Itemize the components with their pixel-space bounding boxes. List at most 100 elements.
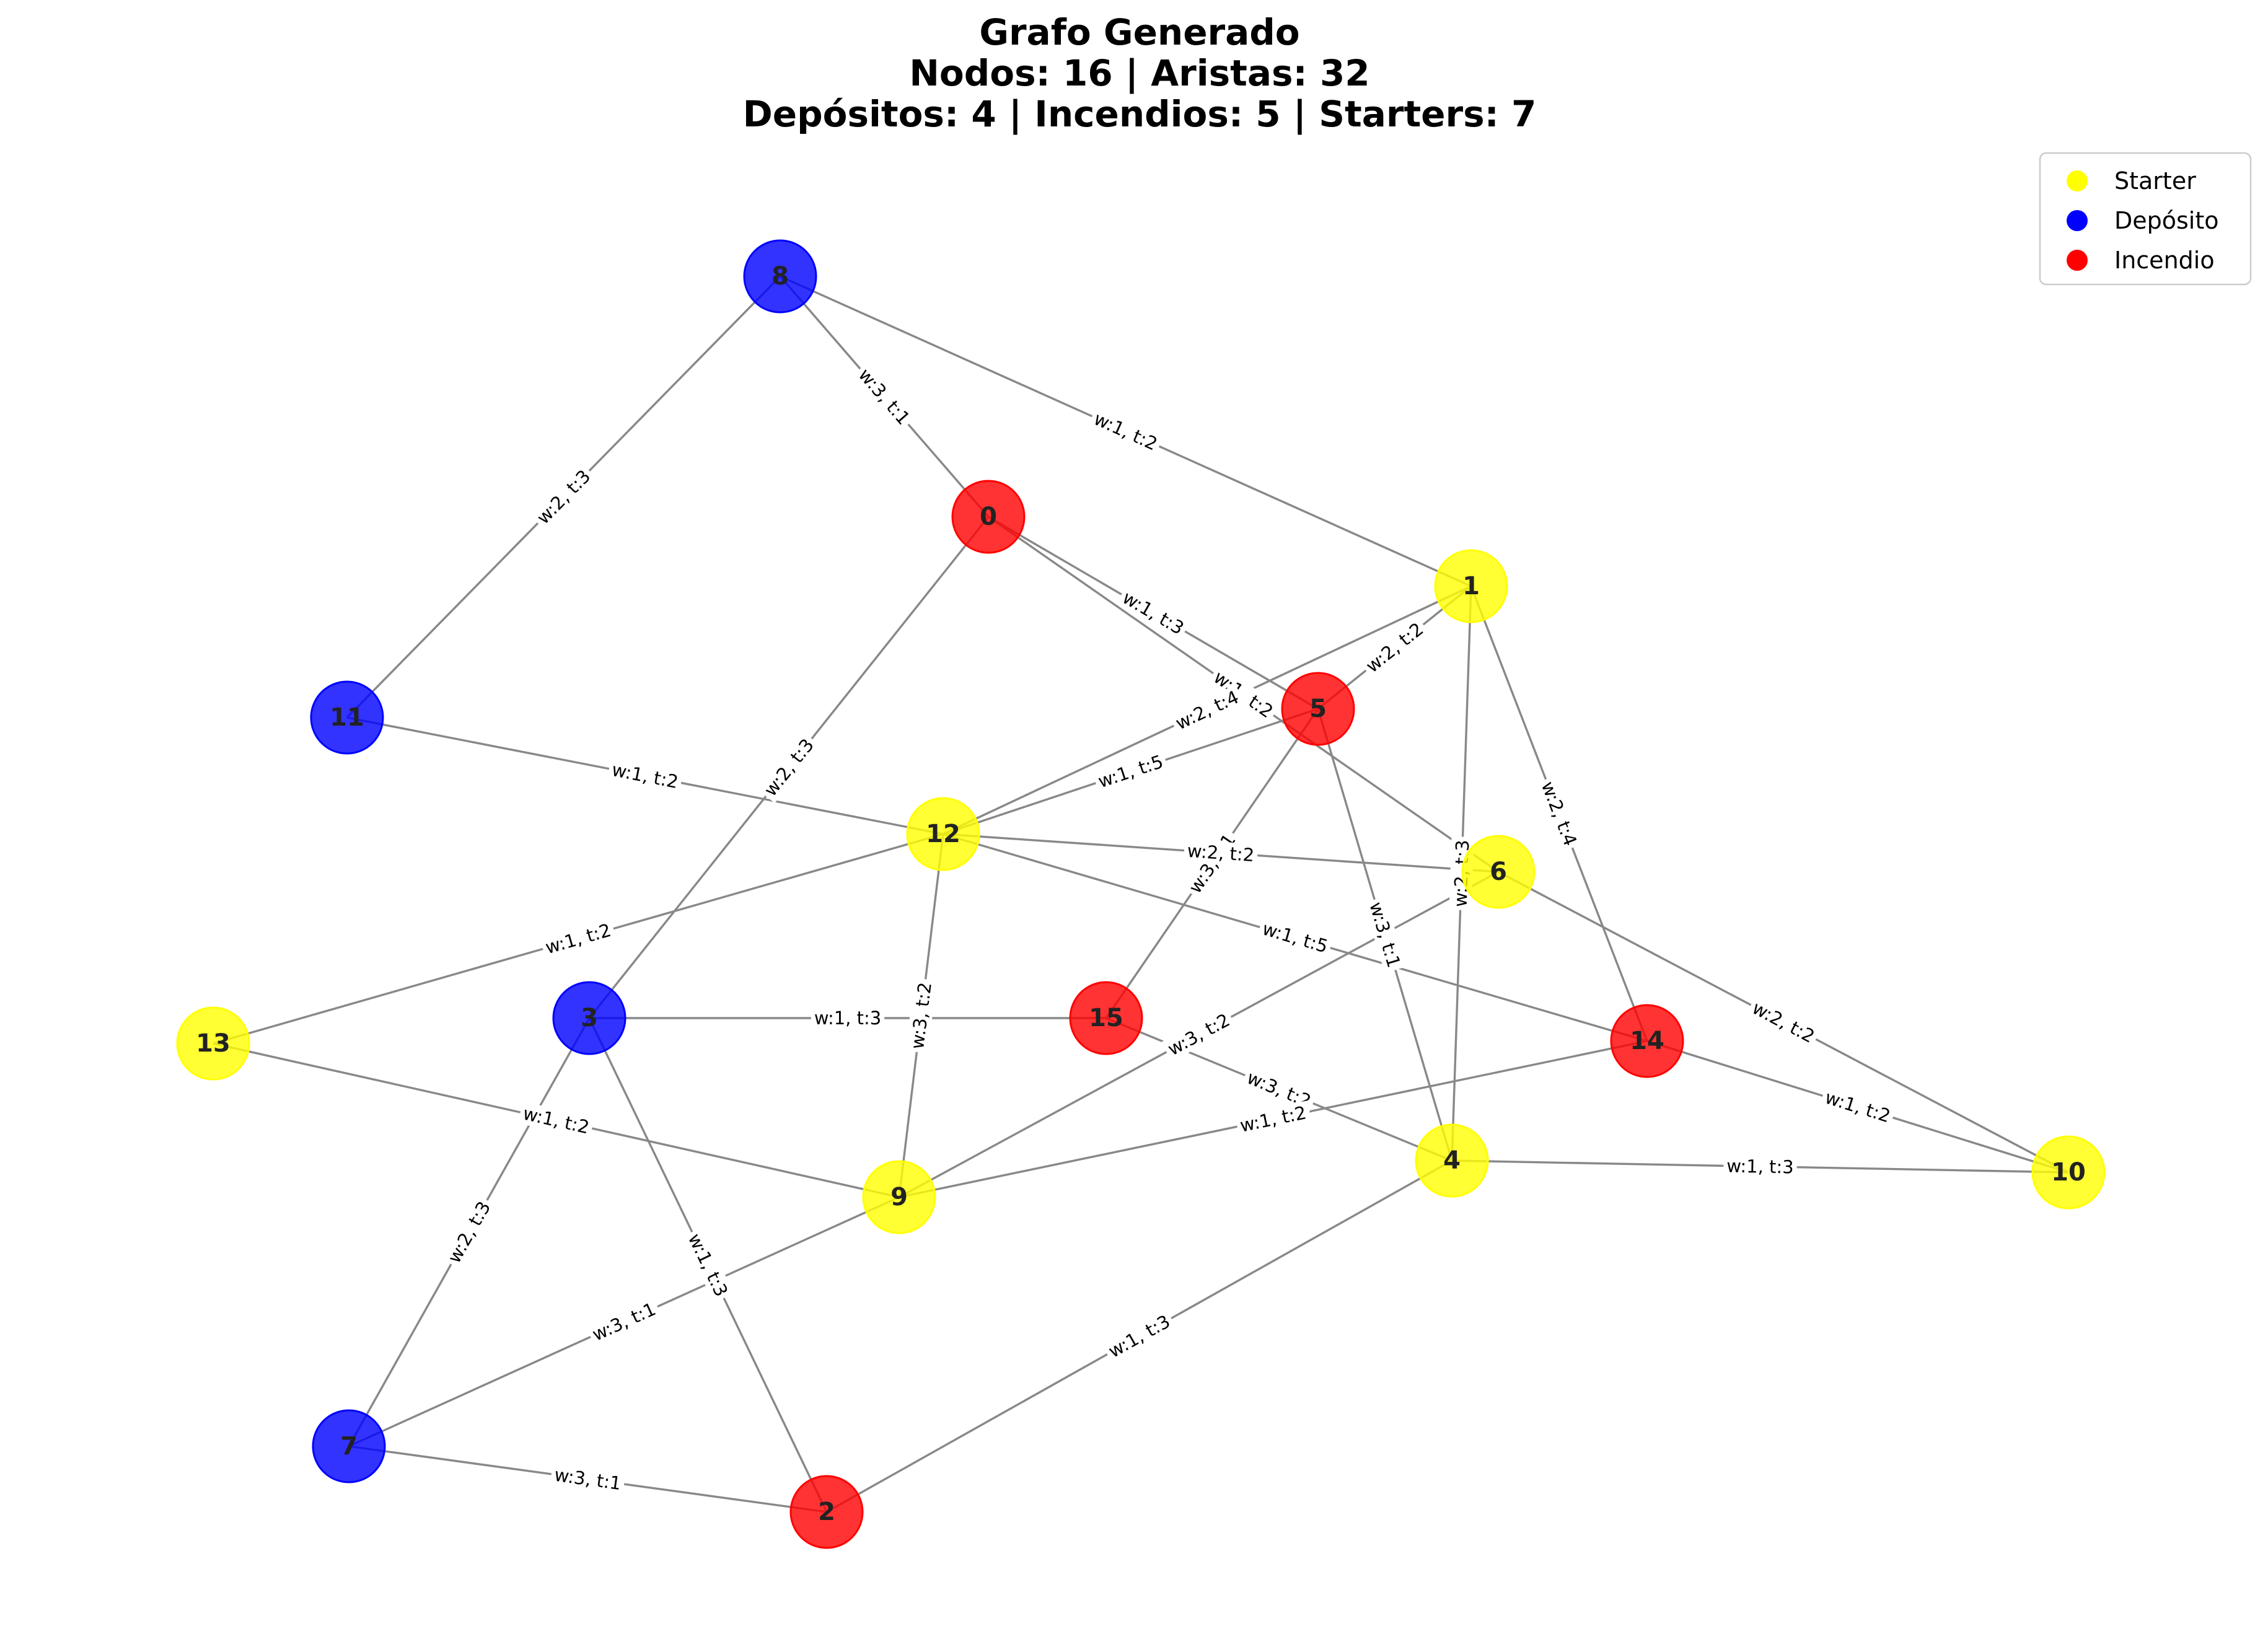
edge-label-background [1115, 584, 1191, 641]
edge-label-8-0: w:3, t:1 [851, 361, 917, 432]
edge-label-0-3: w:2, t:3 [757, 731, 820, 804]
title-line-2: Nodos: 16 | Aristas: 32 [909, 52, 1369, 94]
node-circle-starter [1434, 549, 1508, 623]
node-circle-incendio [951, 480, 1026, 554]
edge-label-text: w:2, t:3 [760, 735, 818, 801]
edge-label-text: w:2, t:2 [1749, 997, 1818, 1047]
edge-label-text: w:1, t:5 [1260, 918, 1330, 957]
edge-label-text: w:3, t:1 [553, 1464, 622, 1494]
node-11: 11 [310, 680, 384, 755]
legend-frame [2039, 152, 2252, 286]
node-circle-deposito [552, 981, 626, 1055]
edge-label-text: w:1, t:2 [543, 920, 613, 959]
node-label: 5 [1309, 695, 1327, 723]
node-circle-starter [1415, 1123, 1489, 1198]
edge-label-background [1183, 839, 1259, 867]
node-label: 7 [340, 1432, 358, 1461]
edge-label-3-7: w:2, t:3 [441, 1195, 497, 1270]
node-label: 2 [818, 1498, 835, 1526]
edge-label-text: w:1, t:2 [610, 759, 680, 793]
node-10: 10 [2031, 1135, 2106, 1210]
node-9: 9 [862, 1160, 936, 1234]
edge-label-14-10: w:1, t:2 [1819, 1085, 1896, 1128]
node-label: 15 [1089, 1004, 1123, 1032]
edge-label-3-15: w:1, t:3 [811, 1007, 885, 1029]
title-line-1: Grafo Generado [979, 11, 1299, 53]
edge-label-text: w:1, t:3 [814, 1008, 881, 1029]
legend-marker-deposito [2067, 210, 2088, 231]
node-circle-deposito [312, 1409, 386, 1483]
edge-label-background [811, 1007, 885, 1029]
node-circle-incendio [1069, 981, 1143, 1055]
node-label: 3 [581, 1004, 598, 1032]
edge-label-text: w:3, t:1 [589, 1298, 659, 1345]
edge-label-background [682, 1227, 734, 1303]
edge-label-background [1257, 916, 1334, 959]
edge-label-text: w:2, t:4 [1537, 778, 1581, 848]
node-circle-starter [862, 1160, 936, 1234]
node-8: 8 [743, 239, 817, 314]
node-3: 3 [552, 981, 626, 1055]
node-label: 6 [1490, 858, 1507, 886]
node-circle-starter [2031, 1135, 2106, 1210]
node-circle-deposito [310, 680, 384, 755]
node-label: 1 [1462, 572, 1480, 600]
edge-label-background [1359, 615, 1430, 680]
title-line-3: Depósitos: 4 | Incendios: 5 | Starters: … [743, 93, 1537, 135]
node-7: 7 [312, 1409, 386, 1483]
edge-label-background [1102, 1308, 1177, 1364]
legend-marker-incendio [2067, 250, 2088, 271]
edge-label-background [1535, 775, 1583, 852]
edge-label-text: w:2, t:2 [1187, 840, 1255, 866]
edge-label-14-9: w:1, t:2 [1234, 1101, 1312, 1138]
legend-marker-starter [2067, 170, 2088, 191]
edge-label-text: w:2, t:4 [1172, 687, 1242, 734]
edge-label-background [905, 978, 937, 1053]
node-15: 15 [1069, 981, 1143, 1055]
edge-label-1-14: w:2, t:4 [1535, 775, 1583, 852]
edge-label-text: w:3, t:2 [1164, 1009, 1233, 1060]
edge-label-background [607, 757, 683, 794]
edge-label-background [550, 1463, 626, 1495]
edge-label-background [1088, 406, 1164, 457]
edge-label-background [1169, 684, 1246, 736]
edge-label-1-5: w:2, t:2 [1359, 615, 1430, 680]
node-circle-deposito [743, 239, 817, 314]
edge-label-12-9: w:3, t:2 [905, 978, 937, 1053]
edge-label-8-1: w:1, t:2 [1088, 406, 1164, 457]
edge-label-text: w:1, t:2 [521, 1103, 591, 1138]
node-circle-starter [906, 797, 980, 871]
edge-label-text: w:2, t:3 [444, 1198, 495, 1267]
node-0: 0 [951, 480, 1026, 554]
edge-label-text: w:1, t:3 [1726, 1155, 1794, 1177]
edge-label-background [851, 361, 917, 432]
legend-label: Incendio [2114, 247, 2215, 274]
node-12: 12 [906, 797, 980, 871]
node-label: 4 [1443, 1146, 1461, 1175]
edge-label-background [441, 1195, 497, 1270]
legend-item-incendio: Incendio [2067, 247, 2215, 274]
edge-label-5-12: w:1, t:5 [1092, 749, 1169, 794]
node-label: 8 [771, 262, 789, 291]
edge-label-background [586, 1296, 662, 1347]
node-circle-starter [1461, 835, 1536, 909]
graph-title: Grafo Generado Nodos: 16 | Aristas: 32 D… [743, 11, 1537, 135]
edge-label-background [517, 1101, 595, 1140]
edge-label-text: w:3, t:1 [855, 364, 915, 429]
edge-label-background [1819, 1085, 1896, 1128]
edge-label-text: w:2, t:3 [532, 465, 594, 528]
edge-label-12-13: w:1, t:2 [540, 918, 617, 960]
legend-label: Depósito [2114, 207, 2219, 234]
node-4: 4 [1415, 1123, 1489, 1198]
edge-label-6-9: w:3, t:2 [1161, 1007, 1237, 1062]
edge-label-background [1207, 664, 1280, 725]
edge-label-background [757, 731, 820, 804]
edge-label-background [1234, 1101, 1312, 1138]
node-2: 2 [789, 1475, 864, 1549]
node-circle-incendio [789, 1475, 864, 1549]
node-circle-starter [176, 1006, 250, 1081]
legend-item-deposito: Depósito [2067, 207, 2219, 234]
node-label: 11 [330, 703, 364, 732]
